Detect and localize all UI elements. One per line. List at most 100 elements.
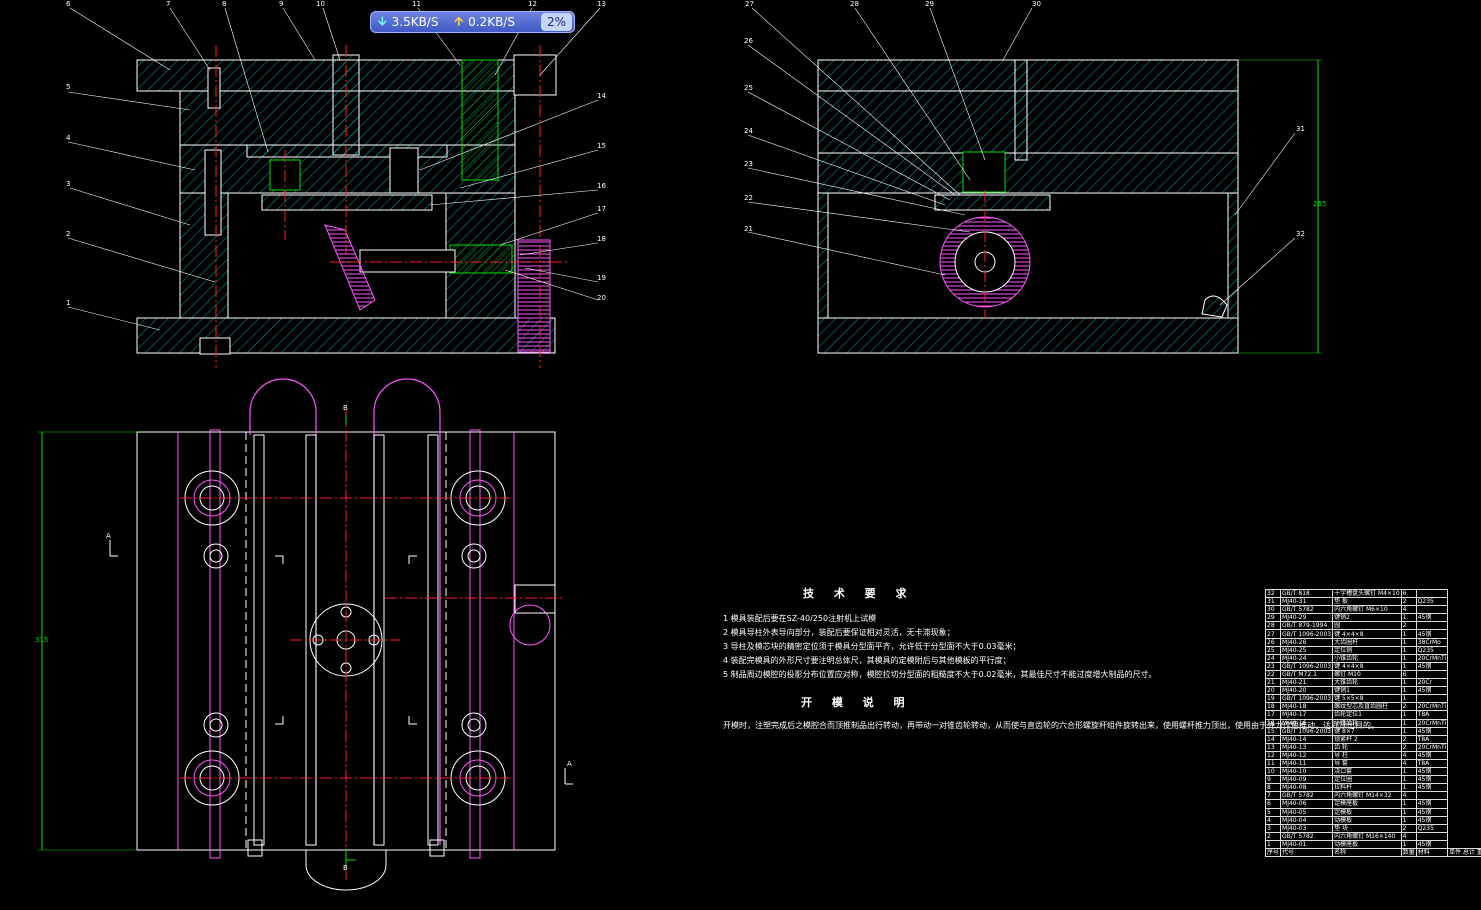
bom-cell: MJ40-13	[1280, 742, 1334, 752]
bom-cell: GB/T 1096-2003	[1280, 726, 1334, 736]
callout-number: 11	[412, 0, 421, 8]
callout-number: 4	[66, 134, 71, 142]
bom-cell: 45钢	[1415, 767, 1449, 777]
bom-cell: 15	[1264, 726, 1282, 736]
bom-header-cell: 名称	[1332, 847, 1402, 858]
callout-number: 1	[66, 299, 71, 307]
bom-cell: 45钢	[1415, 629, 1449, 639]
bom-cell: 螺钉 M10	[1332, 669, 1402, 680]
bom-cell: 2	[1400, 597, 1417, 607]
callout-number: 7	[166, 0, 171, 8]
bom-cell: MJ40-08	[1280, 783, 1334, 793]
bom-cell: 定位销	[1332, 645, 1402, 655]
bom-cell: 28	[1264, 621, 1282, 631]
bom-header-cell: 单件 总计 重量	[1447, 847, 1481, 858]
bom-cell: 1	[1400, 718, 1417, 728]
bom-cell: 20CrMnTi	[1415, 742, 1449, 752]
bom-cell: 1	[1400, 710, 1417, 720]
section-mark: B	[343, 404, 348, 412]
bom-header-cell: 数量	[1400, 847, 1417, 858]
bom-cell: GB/T 1096-2003	[1280, 661, 1334, 671]
bom-cell: GB/T 1096-2003	[1280, 694, 1334, 704]
bom-cell: MJ40-31	[1280, 597, 1334, 607]
section-mark: B	[343, 864, 348, 872]
bom-cell: MJ40-16	[1280, 718, 1334, 728]
bom-cell: 定模板	[1332, 807, 1402, 817]
bom-cell: 2	[1264, 831, 1282, 841]
bom-cell: MJ40-10	[1280, 767, 1334, 777]
callout-number: 21	[744, 225, 753, 233]
bom-cell: 9	[1264, 775, 1282, 785]
bom-cell: MJ40-11	[1280, 758, 1334, 769]
bom-cell: 4	[1264, 815, 1282, 825]
callout-number: 22	[744, 194, 753, 202]
bom-cell: Q235	[1415, 823, 1449, 833]
bom-cell: 1	[1400, 783, 1417, 793]
section-mark: A	[567, 760, 572, 768]
bom-cell	[1415, 588, 1449, 599]
tech-requirement-line: 2 模具导柱外表导向部分，装配后要保证相对灵活，无卡滞现象；	[723, 628, 955, 637]
bom-cell: 1	[1400, 645, 1417, 655]
bom-cell: 2	[1400, 621, 1417, 631]
bom-cell: 小锥齿轮	[1332, 718, 1402, 728]
callout-number: 6	[66, 0, 71, 8]
bom-cell: MJ40-18	[1280, 702, 1334, 712]
bom-cell: 32	[1264, 588, 1282, 599]
bom-cell: 动模座板	[1332, 839, 1402, 850]
callout-leaders-left	[67, 7, 601, 331]
mold-section-view-left	[136, 45, 570, 368]
bom-cell: 键销2	[1332, 613, 1402, 623]
download-speed: 🡫 3.5KB/S	[370, 12, 446, 33]
bom-cell: 1	[1400, 807, 1417, 817]
bom-header-cell: 序号	[1264, 847, 1282, 858]
bom-cell: 29	[1264, 613, 1282, 623]
bom-cell: 12	[1264, 750, 1282, 760]
bom-cell: 20CrMnTi	[1415, 653, 1449, 663]
bom-cell: 21	[1264, 678, 1282, 688]
bom-cell: 键 4×4×8	[1332, 629, 1402, 639]
bom-cell: 拉料杆	[1332, 783, 1402, 793]
callout-number: 8	[222, 0, 227, 8]
bom-cell: 3	[1264, 823, 1282, 833]
bom-cell	[1415, 605, 1449, 615]
bom-cell: 7	[1264, 791, 1282, 801]
arrow-down-icon: 🡫	[378, 13, 387, 28]
bom-cell: MJ40-06	[1280, 799, 1334, 809]
upload-speed: 🡩 0.2KB/S	[446, 12, 522, 33]
bom-cell: 锁紧杆 2	[1332, 734, 1402, 744]
bom-cell: 45钢	[1415, 750, 1449, 760]
bom-cell: Q235	[1415, 597, 1449, 607]
bom-cell: 1	[1400, 799, 1417, 809]
network-speed-widget[interactable]: 🡫 3.5KB/S 🡩 0.2KB/S 2%	[370, 11, 575, 33]
bom-cell: 内六角螺钉 M6×10	[1332, 605, 1402, 615]
bom-cell: 导 套	[1332, 758, 1402, 769]
callout-number: 29	[925, 0, 934, 8]
bom-cell	[1415, 791, 1449, 801]
bom-cell: 6	[1400, 669, 1417, 680]
bom-cell: 20CrMnTi	[1415, 702, 1449, 712]
bom-cell: 10	[1264, 767, 1282, 777]
bom-cell: 26	[1264, 637, 1282, 647]
section-mark: A	[106, 532, 111, 540]
bom-cell: T8A	[1415, 734, 1449, 744]
usage-percent: 2%	[540, 13, 572, 31]
mold-plan-view	[38, 378, 573, 891]
callout-number: 19	[597, 274, 606, 282]
bom-cell: 45钢	[1415, 807, 1449, 817]
bom-cell: MJ40-04	[1280, 815, 1334, 825]
bom-cell: 11	[1264, 758, 1282, 769]
bom-cell: 24	[1264, 653, 1282, 663]
tech-requirements-title: 技 术 要 求	[803, 587, 915, 600]
bom-cell: 导 柱	[1332, 750, 1402, 760]
bom-cell: 38CrMo	[1415, 637, 1449, 647]
